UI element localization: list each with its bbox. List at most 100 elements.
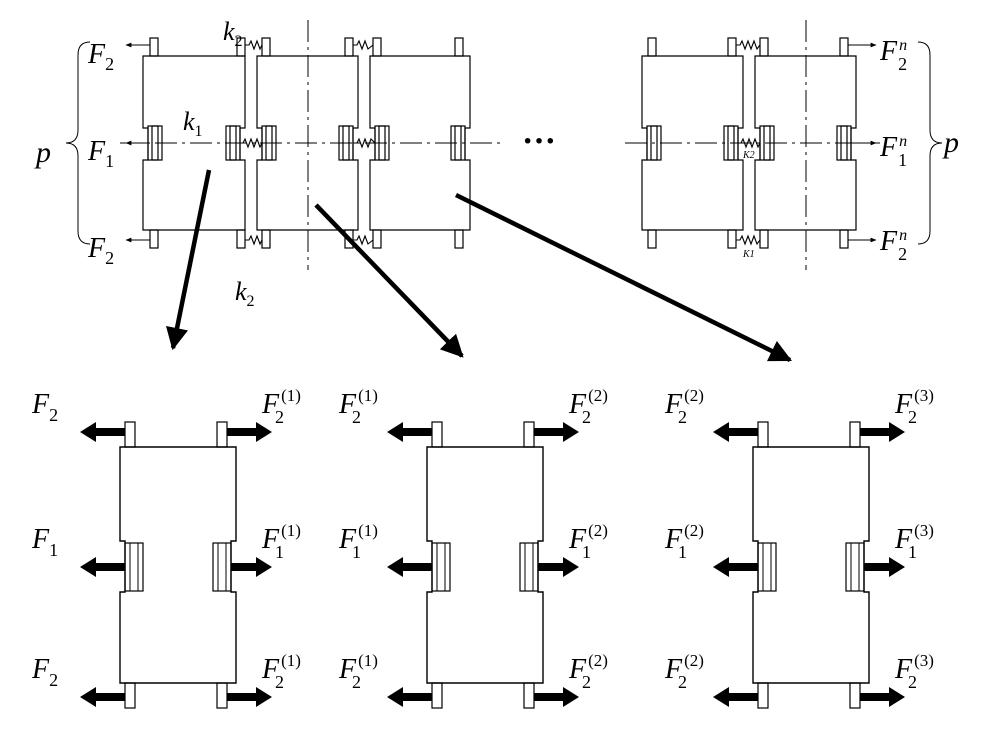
sub-arrow-right-top — [534, 422, 579, 442]
spring-mid-2 — [353, 137, 376, 149]
sub-label-right-mid: F(3)1 — [894, 521, 934, 562]
sub-plate-left-inner — [436, 542, 446, 592]
sub-label-right-bottom: F(2)2 — [568, 651, 608, 692]
sub-arrow-left-bottom — [713, 687, 758, 707]
sub-arrow-left-mid — [713, 557, 758, 577]
spring-mid-1 — [240, 137, 263, 149]
force-label-left-top: F2 — [87, 39, 114, 74]
sub-tab — [124, 421, 136, 448]
sub-label-right-top: F(2)2 — [568, 386, 608, 427]
spring-top-n — [736, 39, 761, 51]
sub-arrow-right-bottom — [227, 687, 272, 707]
spring-bot-2 — [353, 234, 374, 246]
sub-tab — [523, 421, 535, 448]
sub-arrow-right-top — [227, 422, 272, 442]
spring-top-1 — [245, 39, 263, 51]
bottom-tabs — [149, 229, 849, 249]
brace-label-left: p — [34, 136, 51, 169]
sub-plate-right — [845, 542, 865, 592]
spring-label-k2-small: K2 — [742, 150, 755, 161]
sub-diagrams: F2F1F2F(1)2F(1)1F(1)2F(1)2F(1)1F(1)2F(2)… — [31, 386, 934, 709]
sub-label-left-mid: F(1)1 — [338, 521, 378, 562]
spring-label-k1-middle: k1 — [183, 107, 203, 140]
sub-arrow-left-mid — [387, 557, 432, 577]
spring-bot-n — [736, 234, 761, 246]
sub-arrow-left-mid — [80, 557, 125, 577]
sub-label-right-bottom: F(3)2 — [894, 651, 934, 692]
sub-arrow-left-top — [80, 422, 125, 442]
sub-plate-left — [757, 542, 777, 592]
sub-tab — [849, 682, 861, 709]
sub-block — [426, 446, 544, 684]
sub-diagram-3: F(2)2F(2)1F(2)2F(3)2F(3)1F(3)2 — [664, 386, 934, 709]
sub-label-left-top: F(1)2 — [338, 386, 378, 427]
callout-arrow-2 — [314, 203, 464, 358]
sub-arrow-right-bottom — [860, 687, 905, 707]
spring-label-k2-outside: k2 — [235, 277, 255, 310]
sub-label-left-top: F2 — [31, 389, 58, 425]
spring-top-2 — [353, 39, 374, 51]
top-tabs — [149, 37, 849, 57]
spring-bot-1 — [245, 234, 263, 246]
sub-arrow-right-mid — [864, 557, 905, 577]
sub-tab — [124, 682, 136, 709]
sub-arrow-left-bottom — [80, 687, 125, 707]
sub-plate-right-inner — [850, 542, 860, 592]
sub-diagram-2: F(1)2F(1)1F(1)2F(2)2F(2)1F(2)2 — [338, 386, 608, 709]
sub-arrow-right-mid — [231, 557, 272, 577]
sub-tab — [523, 682, 535, 709]
sub-label-right-mid: F(2)1 — [568, 521, 608, 562]
sub-label-left-bottom: F(2)2 — [664, 651, 704, 692]
sub-arrow-left-top — [387, 422, 432, 442]
sub-plate-left-inner — [129, 542, 139, 592]
callout-arrow-3 — [455, 192, 793, 363]
callout-arrow-1 — [165, 169, 212, 351]
sub-tab — [431, 682, 443, 709]
spring-label-k1-small: K1 — [742, 249, 755, 260]
sub-tab — [849, 421, 861, 448]
right-brace — [917, 41, 943, 245]
sub-plate-right-inner — [524, 542, 534, 592]
spring-mid-n — [738, 137, 761, 149]
spring-label-k2-top: k2 — [223, 17, 243, 50]
sub-label-left-bottom: F(1)2 — [338, 651, 378, 692]
sub-block — [119, 446, 237, 684]
sub-label-left-mid: F(2)1 — [664, 521, 704, 562]
sub-label-right-top: F(1)2 — [261, 386, 301, 427]
force-label-left-bottom: F2 — [87, 233, 114, 268]
sub-arrow-left-top — [713, 422, 758, 442]
sub-arrow-right-top — [860, 422, 905, 442]
callout-arrows — [165, 169, 793, 363]
sub-tab — [216, 682, 228, 709]
sub-plate-left-inner — [762, 542, 772, 592]
sub-label-right-mid: F(1)1 — [261, 521, 301, 562]
sub-tab — [216, 421, 228, 448]
sub-plate-right — [212, 542, 232, 592]
sub-tab — [757, 682, 769, 709]
sub-label-right-bottom: F(1)2 — [261, 651, 301, 692]
sub-block — [752, 446, 870, 684]
brace-label-right: p — [942, 126, 959, 159]
springs — [240, 39, 761, 246]
sub-plate-left — [124, 542, 144, 592]
force-label-left-mid: F1 — [87, 136, 114, 171]
sub-label-right-top: F(3)2 — [894, 386, 934, 427]
sub-arrow-right-bottom — [534, 687, 579, 707]
sub-label-left-mid: F1 — [31, 524, 58, 560]
sub-label-left-top: F(2)2 — [664, 386, 704, 427]
sub-plate-right-inner — [217, 542, 227, 592]
sub-tab — [431, 421, 443, 448]
sub-plate-left — [431, 542, 451, 592]
sub-arrow-right-mid — [538, 557, 579, 577]
ellipsis: ··· — [522, 123, 556, 160]
top-assembly — [65, 20, 943, 270]
left-brace — [65, 41, 91, 245]
sub-arrow-left-bottom — [387, 687, 432, 707]
